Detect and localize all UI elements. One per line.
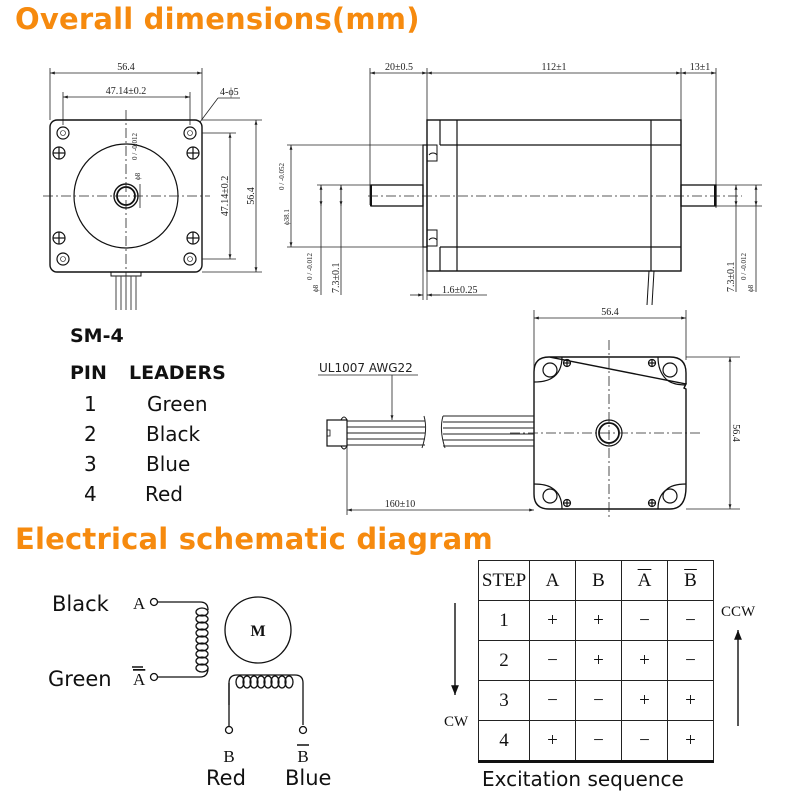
rear-cable-label: UL1007 AWG22 bbox=[319, 361, 413, 375]
rear-height-label: 56.4 bbox=[730, 424, 741, 442]
cell: + bbox=[621, 640, 668, 681]
side-front-shaft-len: 20±0.5 bbox=[385, 62, 413, 73]
leaders-header: LEADERS bbox=[129, 362, 226, 384]
winding-schematic bbox=[149, 596, 308, 735]
cell: + bbox=[575, 640, 622, 681]
heading-electrical-schematic: Electrical schematic diagram bbox=[15, 522, 493, 556]
side-rear-flat: 7.3±0.1 bbox=[726, 262, 737, 293]
pin-leader: Blue bbox=[146, 452, 191, 476]
step-cell: 2 bbox=[478, 640, 530, 681]
pin-number: 3 bbox=[84, 452, 97, 476]
front-hole-spacing-h: 47.14±0.2 bbox=[106, 86, 147, 97]
header-a: A bbox=[529, 560, 576, 601]
side-front-flat: 7.3±0.1 bbox=[331, 263, 342, 294]
cell: + bbox=[529, 600, 576, 641]
step-cell: 3 bbox=[478, 680, 530, 721]
cell: − bbox=[575, 720, 622, 763]
cell: + bbox=[575, 600, 622, 641]
table-row: 4 + − − + bbox=[478, 720, 714, 763]
rear-view: 56.4 56.4 bbox=[318, 307, 741, 520]
terminal-a-bar-signal: A bbox=[133, 670, 146, 689]
label-black: Black bbox=[52, 592, 109, 616]
header-b-bar: B bbox=[667, 560, 714, 601]
cell: − bbox=[667, 600, 714, 641]
terminal-b-signal: B bbox=[223, 747, 234, 766]
rear-width-label: 56.4 bbox=[601, 307, 619, 318]
pin-number: 2 bbox=[84, 422, 97, 446]
side-view: 20±0.5 112±1 13±1 ϕ38.1 0 / -0.0 bbox=[278, 62, 762, 306]
cell: − bbox=[667, 640, 714, 681]
label-red: Red bbox=[206, 766, 246, 790]
terminal-a-signal: A bbox=[133, 594, 146, 613]
front-hole-spacing-v: 47.14±0.2 bbox=[220, 176, 231, 217]
front-width-label: 56.4 bbox=[117, 62, 135, 73]
motor-label: M bbox=[250, 623, 265, 640]
cw-label: CW bbox=[444, 714, 469, 730]
side-rear-shaft-dia: ϕ8 bbox=[747, 284, 755, 292]
cell: + bbox=[529, 720, 576, 763]
header-a-bar: A bbox=[621, 560, 668, 601]
step-cell: 4 bbox=[478, 720, 530, 763]
heading-overall-dimensions: Overall dimensions(mm) bbox=[15, 2, 420, 36]
pin-number: 4 bbox=[84, 482, 97, 506]
pin-table-title: SM-4 bbox=[70, 325, 124, 347]
step-cell: 1 bbox=[478, 600, 530, 641]
table-row: 3 − − + + bbox=[478, 680, 714, 721]
cell: − bbox=[529, 680, 576, 721]
pin-leader: Black bbox=[146, 422, 201, 446]
ccw-label: CCW bbox=[721, 604, 756, 620]
side-front-shaft-dia: ϕ8 bbox=[312, 284, 320, 292]
side-boss-tol: 0 / -0.052 bbox=[278, 162, 286, 190]
front-view: 56.4 47.14±0.2 4-ϕ5 bbox=[43, 62, 262, 310]
front-shaft-tol: 0 / -0.012 bbox=[131, 132, 139, 160]
pin-leader: Red bbox=[145, 482, 183, 506]
cell: − bbox=[621, 720, 668, 763]
front-holes-label: 4-ϕ5 bbox=[220, 87, 239, 98]
rear-cable-length: 160±10 bbox=[385, 499, 416, 510]
label-blue: Blue bbox=[285, 766, 332, 790]
table-row: 2 − + + − bbox=[478, 640, 714, 681]
side-flange-thickness: 1.6±0.25 bbox=[442, 285, 478, 296]
side-rear-shaft-len: 13±1 bbox=[690, 62, 711, 73]
front-height-label: 56.4 bbox=[246, 187, 257, 205]
side-boss-dia: ϕ38.1 bbox=[283, 209, 291, 225]
terminal-b-bar-signal: B bbox=[297, 747, 308, 766]
table-row: 1 + + − − bbox=[478, 600, 714, 641]
pin-number: 1 bbox=[84, 392, 97, 416]
excitation-table: STEP A B A B 1 + + − − 2 − + + − 3 − − +… bbox=[478, 560, 714, 763]
pin-leader: Green bbox=[147, 392, 208, 416]
cell: − bbox=[621, 600, 668, 641]
side-body-len: 112±1 bbox=[541, 62, 566, 73]
cell: + bbox=[621, 680, 668, 721]
excitation-caption: Excitation sequence bbox=[482, 767, 684, 791]
cell: + bbox=[667, 720, 714, 763]
header-step: STEP bbox=[478, 560, 530, 601]
cell: − bbox=[529, 640, 576, 681]
pin-header: PIN bbox=[70, 362, 107, 384]
side-rear-shaft-tol: 0 / -0.012 bbox=[740, 252, 748, 280]
cell: + bbox=[667, 680, 714, 721]
excitation-header-row: STEP A B A B bbox=[478, 560, 714, 601]
label-green: Green bbox=[48, 667, 112, 691]
header-b: B bbox=[575, 560, 622, 601]
side-front-shaft-tol: 0 / -0.012 bbox=[306, 252, 314, 280]
front-shaft-dia: ϕ8 bbox=[134, 172, 142, 180]
cell: − bbox=[575, 680, 622, 721]
